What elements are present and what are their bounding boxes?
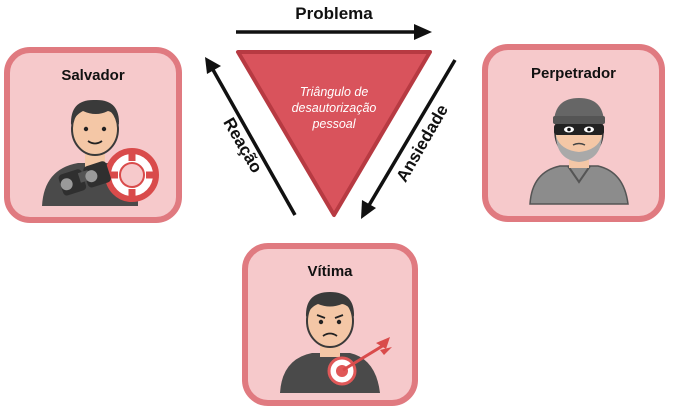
salvador-title: Salvador bbox=[61, 67, 125, 84]
rescuer-icon bbox=[42, 99, 159, 206]
perpetrador-card: Perpetrador bbox=[482, 44, 665, 222]
salvador-card: Salvador bbox=[4, 47, 182, 223]
triangle-label-line1: Triângulo de bbox=[300, 85, 369, 99]
arrow-label-problema: Problema bbox=[295, 4, 373, 23]
vitima-title: Vítima bbox=[307, 263, 353, 280]
sad-victim-icon bbox=[280, 292, 392, 393]
arrow-ansiedade bbox=[361, 59, 457, 219]
masked-robber-icon bbox=[529, 98, 629, 205]
triangle-label-line3: pessoal bbox=[311, 117, 356, 131]
arrow-reacao bbox=[205, 57, 297, 216]
arrow-problema bbox=[236, 24, 432, 40]
vitima-card: Vítima bbox=[242, 243, 418, 406]
central-triangle bbox=[236, 50, 432, 217]
triangle-label-line2: desautorização bbox=[292, 101, 377, 115]
perpetrador-title: Perpetrador bbox=[530, 65, 617, 82]
